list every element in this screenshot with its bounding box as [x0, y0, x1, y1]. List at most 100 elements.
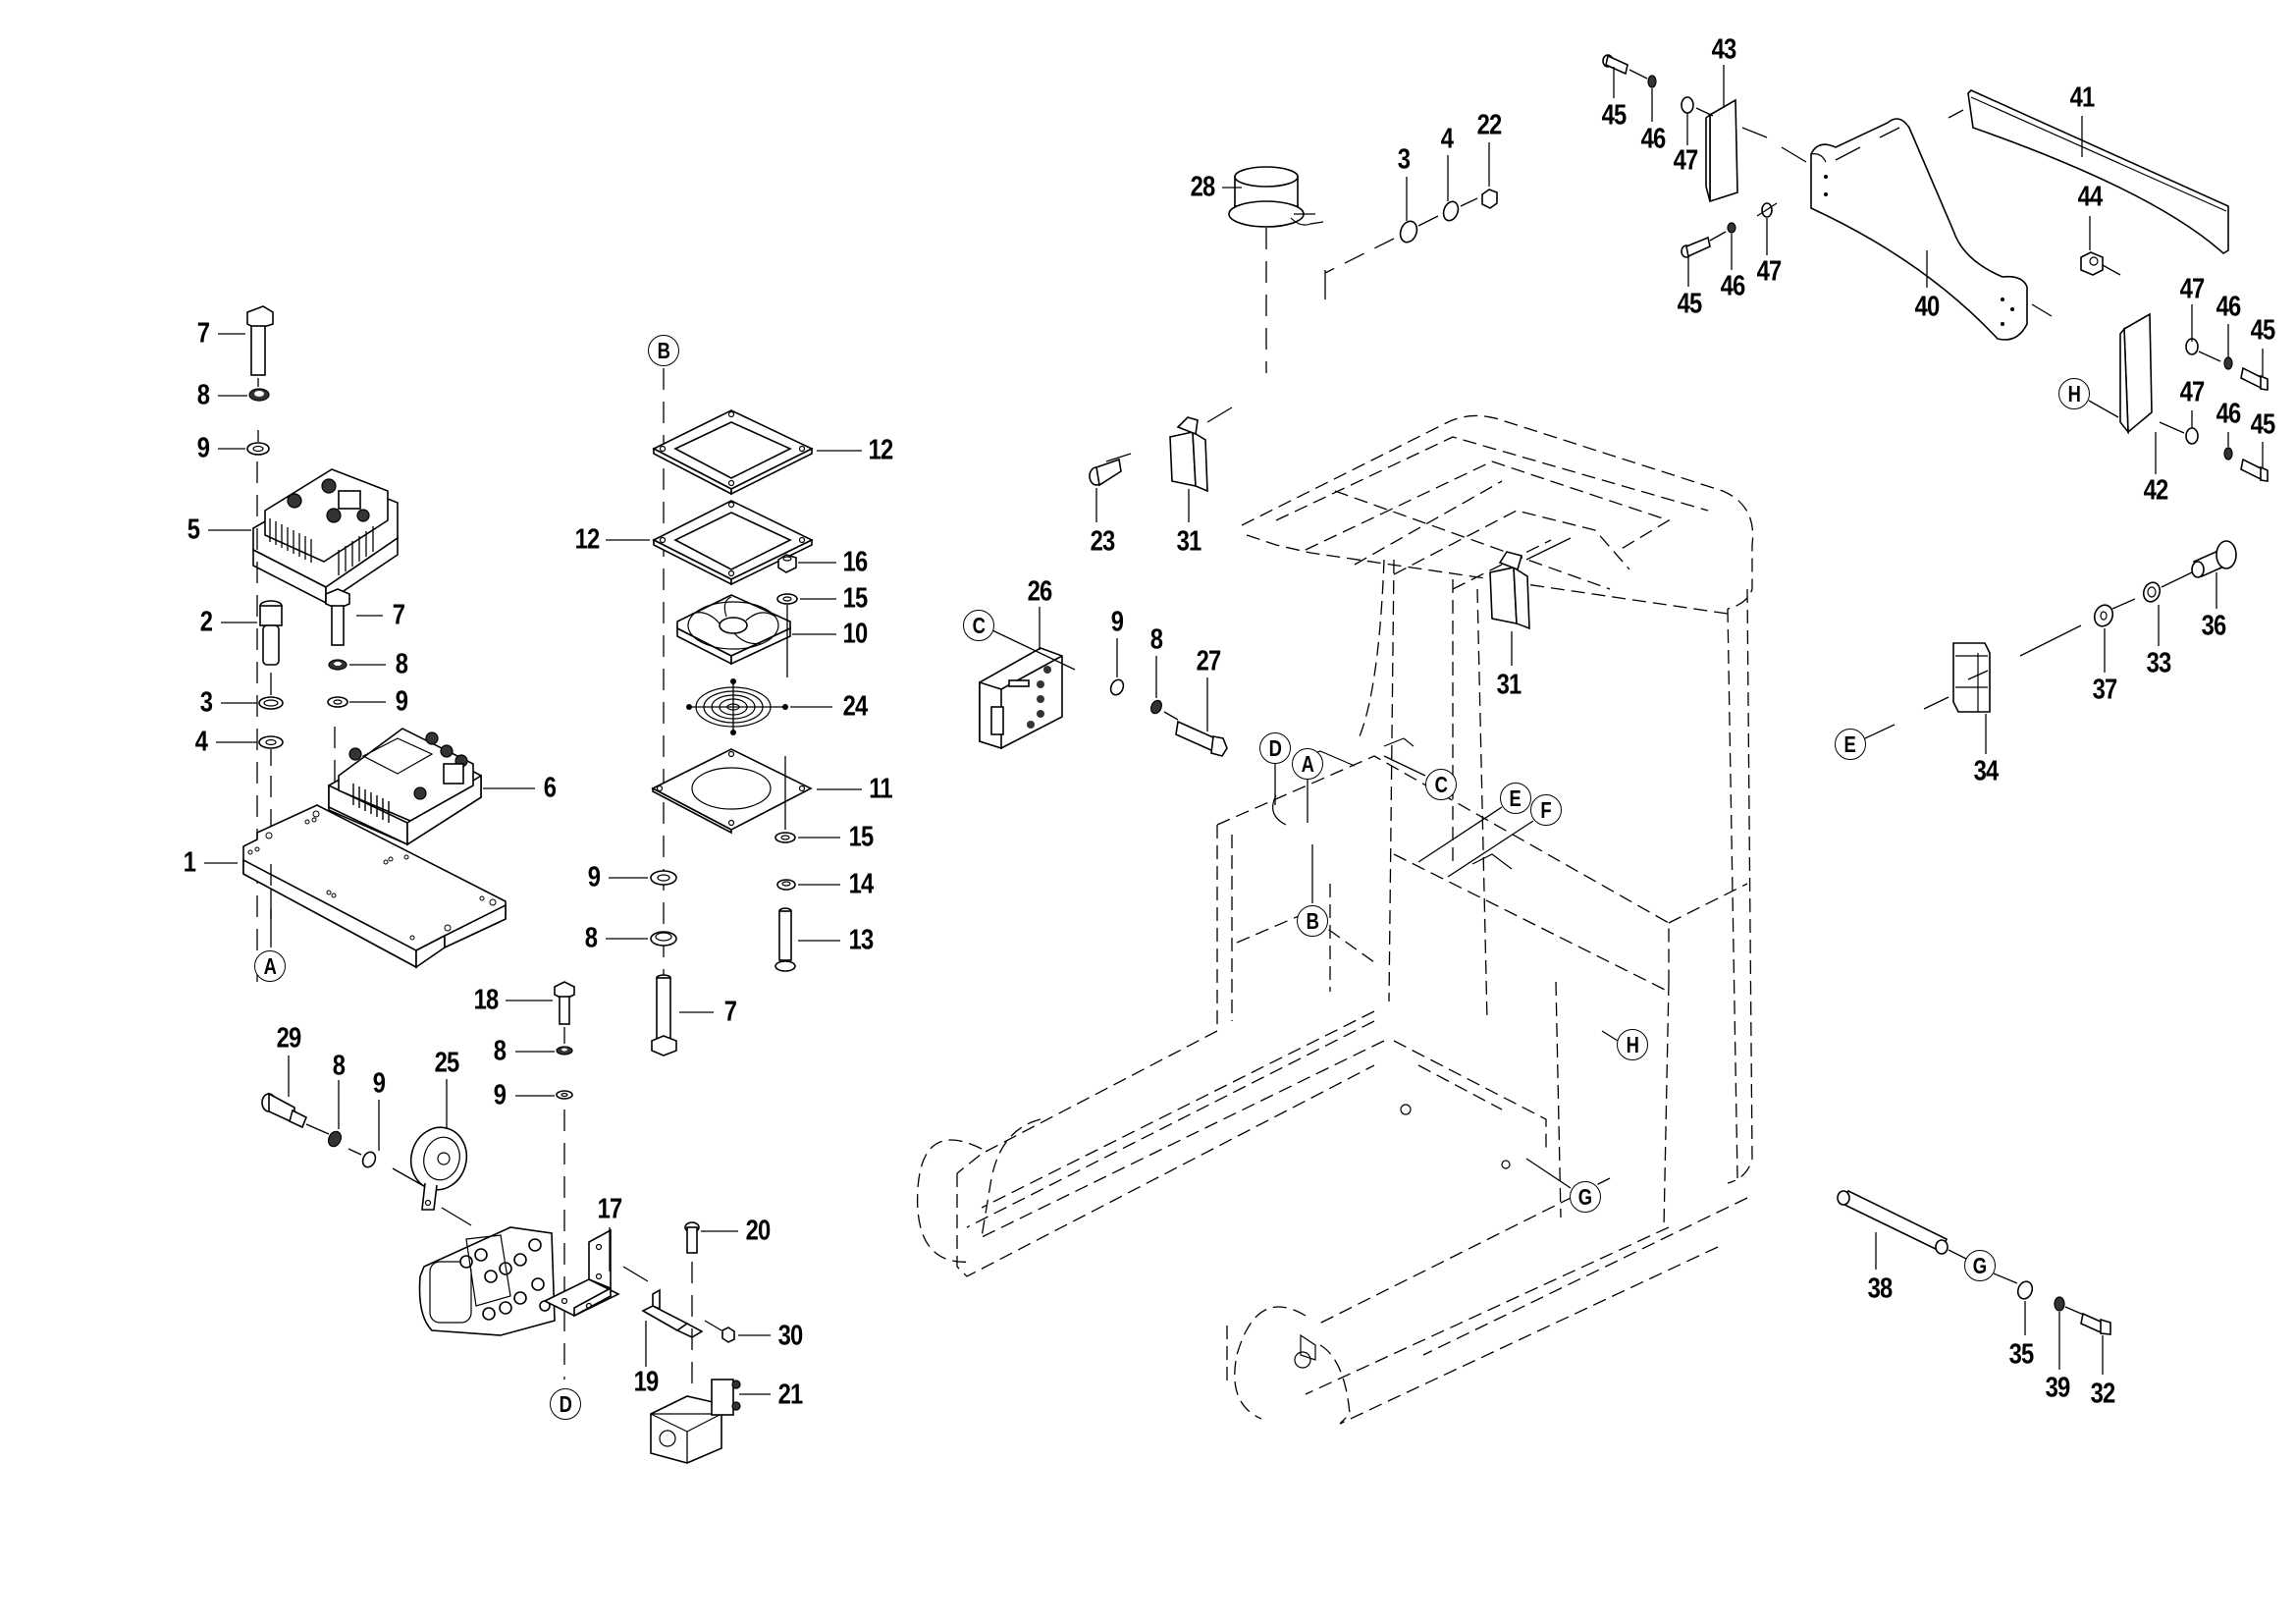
callout: 24 [842, 690, 869, 723]
callout: 7 [723, 996, 737, 1028]
reference-marker: E [1835, 729, 1866, 760]
solenoid-21 [650, 1379, 741, 1464]
callout: 43 [1711, 33, 1737, 66]
callout: 8 [395, 648, 408, 680]
callout: 41 [2069, 81, 2096, 114]
mounting-plate-1 [242, 804, 507, 969]
callout: 34 [1973, 755, 2000, 787]
washer-4 [258, 735, 284, 749]
callout: 8 [332, 1050, 346, 1082]
bracket-17 [543, 1228, 620, 1318]
callout: 15 [848, 821, 875, 853]
callout: 8 [584, 922, 598, 954]
bolt-45-c [2240, 366, 2269, 391]
callout: 37 [2092, 674, 2118, 706]
callout: 31 [1176, 525, 1202, 558]
callout: 6 [543, 772, 557, 804]
callout: 45 [1677, 288, 1703, 320]
callout: 22 [1476, 109, 1503, 141]
callout: 25 [434, 1047, 460, 1079]
nut-16 [777, 554, 797, 573]
callout: 7 [392, 599, 405, 631]
callout: 8 [196, 379, 210, 411]
nut-44 [2080, 251, 2104, 276]
callout: 45 [2250, 408, 2276, 441]
callout: 15 [842, 582, 869, 615]
callout: 45 [1601, 99, 1628, 132]
callout: 27 [1196, 645, 1222, 677]
reference-marker: A [1292, 748, 1323, 780]
callout: 28 [1190, 171, 1216, 203]
callout: 32 [2090, 1378, 2116, 1410]
callout: 47 [1756, 255, 1783, 288]
callout: 46 [1640, 123, 1667, 155]
callout: 39 [2045, 1372, 2071, 1404]
callout: 13 [848, 924, 875, 956]
callout: 44 [2077, 181, 2104, 213]
bolt-45-d [2240, 458, 2269, 482]
callout: 45 [2250, 314, 2276, 347]
beacon-light-28 [1228, 166, 1324, 228]
bolt-18 [554, 981, 575, 1025]
bolt-27 [1175, 720, 1228, 757]
callout: 9 [587, 861, 601, 893]
callout: 47 [1673, 144, 1699, 177]
reference-marker: D [1259, 732, 1291, 764]
nut-30 [721, 1326, 735, 1343]
callout: 2 [199, 606, 213, 638]
socket-screw-2 [259, 600, 283, 666]
bracket-43 [1705, 98, 1738, 203]
bolt-45-b [1681, 236, 1711, 258]
reference-marker: F [1530, 794, 1562, 826]
callout: 14 [848, 868, 875, 900]
callout: 1 [183, 846, 196, 879]
bolt-7-mid [325, 588, 350, 646]
work-light-31b [1489, 551, 1530, 630]
callout: 46 [2216, 398, 2242, 430]
callout: 20 [745, 1215, 772, 1247]
reference-marker: D [550, 1388, 581, 1420]
callout: 8 [1149, 623, 1163, 656]
callout: 4 [194, 726, 208, 758]
reference-marker: E [1500, 783, 1531, 814]
callout: 42 [2143, 474, 2169, 507]
callout: 7 [196, 317, 210, 350]
guard-strip-41 [1967, 89, 2229, 254]
callout: 36 [2201, 610, 2227, 642]
reference-marker: G [1570, 1181, 1601, 1213]
callout: 47 [2179, 273, 2206, 305]
callout: 3 [199, 686, 213, 719]
callout: 18 [473, 984, 500, 1016]
fan-plate-11 [651, 748, 813, 835]
callout: 8 [493, 1035, 507, 1067]
reference-marker: B [1297, 905, 1328, 937]
bolt-45-a [1602, 54, 1629, 76]
rear-guard-40 [1810, 118, 2028, 341]
motor-controller-6 [328, 728, 482, 846]
callout: 12 [868, 434, 894, 466]
callout: 12 [574, 523, 601, 556]
contactor-assembly [418, 1226, 556, 1336]
reference-marker: A [254, 950, 286, 982]
callout: 17 [597, 1193, 623, 1225]
gasket-12-upper [652, 409, 814, 496]
callout: 46 [2216, 291, 2242, 323]
callout: 35 [2008, 1338, 2035, 1371]
callout: 16 [842, 546, 869, 578]
callout: 9 [196, 432, 210, 464]
callout: 9 [493, 1079, 507, 1111]
bolt-7-top [246, 305, 274, 376]
cooling-fan-10 [676, 594, 791, 666]
callout: 47 [2179, 376, 2206, 408]
spacer-bolt-13 [774, 907, 796, 972]
callout: 38 [1867, 1272, 1894, 1305]
pin-36 [2191, 540, 2237, 578]
screw-20 [684, 1221, 700, 1254]
motor-controller-5 [252, 468, 399, 605]
bracket-42 [2119, 312, 2153, 435]
washer-3 [258, 696, 284, 710]
callout: 33 [2146, 647, 2172, 679]
fan-guard-24 [686, 678, 788, 735]
callout: 21 [777, 1379, 804, 1411]
